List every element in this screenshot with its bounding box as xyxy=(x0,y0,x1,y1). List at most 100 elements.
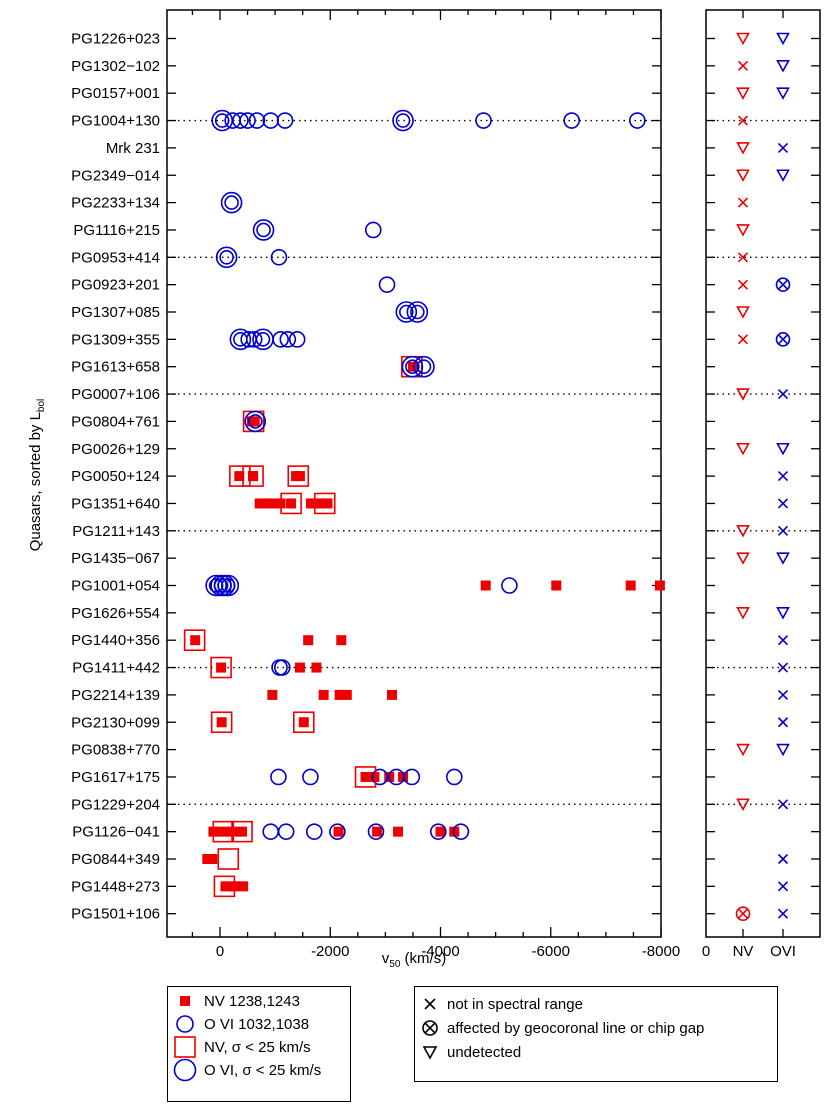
ovi-narrow-point-outer xyxy=(401,355,424,378)
ovi-point xyxy=(248,112,266,129)
nv-narrow-point xyxy=(217,848,240,870)
quasar-label: PG1351+640 xyxy=(71,495,160,512)
status-x-label: 0 xyxy=(702,943,710,960)
triangle-down-icon xyxy=(422,1046,438,1060)
ovi-point xyxy=(277,823,295,840)
quasar-label: PG0804+761 xyxy=(71,413,160,430)
nv-point xyxy=(298,717,309,728)
nv-point xyxy=(372,826,383,837)
ovi-narrow-point-outer xyxy=(244,410,267,433)
quasar-labels: PG1226+023PG1302−102PG0157+001PG1004+130… xyxy=(71,31,160,923)
not-in-range-mark xyxy=(777,388,789,400)
quasar-label: PG1001+054 xyxy=(71,578,160,595)
nv-point xyxy=(334,689,345,700)
undetected-mark xyxy=(736,87,750,100)
quasar-label: PG1626+554 xyxy=(71,605,160,622)
ovi-narrow-point-outer xyxy=(413,355,435,378)
nv-point xyxy=(286,498,297,509)
ovi-narrow-point-inner xyxy=(256,222,271,238)
ovi-point xyxy=(563,112,580,129)
nv-point xyxy=(398,771,409,782)
x-axis-label-unit: (km/s) xyxy=(400,950,446,967)
nv-point xyxy=(449,826,460,837)
nv-point xyxy=(303,635,314,646)
ovi-point xyxy=(279,331,297,348)
undetected-mark xyxy=(736,169,750,182)
ovi-point xyxy=(429,823,447,840)
nv-point xyxy=(393,826,404,837)
quasar-label: PG1004+130 xyxy=(71,113,160,130)
nv-narrow-point xyxy=(313,492,336,515)
ovi-point xyxy=(501,577,518,594)
quasar-label: PG2214+139 xyxy=(71,687,160,704)
geocoronal-mark-cross xyxy=(737,908,749,919)
ovi-point xyxy=(276,112,294,129)
ovi-narrow-point-inner xyxy=(214,113,230,128)
nv-narrow-point xyxy=(280,492,302,515)
nv-point xyxy=(625,580,636,591)
quasar-label: PG2233+134 xyxy=(71,195,160,212)
ovi-point xyxy=(288,331,306,348)
x-tick-label: -6000 xyxy=(532,943,570,960)
nv-point xyxy=(386,689,397,700)
quasar-label: PG1126−041 xyxy=(72,824,160,841)
legend-item-geocoronal: affected by geocoronal line or chip gap xyxy=(419,1017,704,1039)
quasar-label: PG0838+770 xyxy=(71,742,160,759)
not-in-range-mark xyxy=(777,525,789,536)
undetected-mark xyxy=(736,32,750,46)
undetected-mark xyxy=(736,607,750,620)
quasar-label: PG0026+129 xyxy=(71,441,160,458)
ovi-point xyxy=(371,768,389,786)
nv-point xyxy=(261,498,272,509)
main-plot-frame xyxy=(166,9,662,938)
nv-point xyxy=(226,881,237,892)
nv-point xyxy=(267,689,278,700)
ovi-narrow-point-inner xyxy=(219,249,234,265)
legend-label-nv-narrow: NV, σ < 25 km/s xyxy=(204,1038,311,1056)
legend-label-geocoronal: affected by geocoronal line or chip gap xyxy=(447,1019,705,1037)
not-in-range-mark xyxy=(737,197,749,208)
nv-narrow-point xyxy=(183,629,206,652)
geocoronal-mark-circle xyxy=(775,332,791,347)
nv-narrow-point xyxy=(210,711,233,734)
ovi-narrow-point-inner xyxy=(395,113,411,128)
quasar-label: PG1448+273 xyxy=(71,878,160,895)
not-in-range-mark xyxy=(737,60,749,71)
nv-point xyxy=(249,416,260,427)
not-in-range-mark xyxy=(737,115,749,126)
quasar-label: PG0923+201 xyxy=(71,277,160,294)
undetected-mark xyxy=(736,798,750,811)
not-in-range-mark xyxy=(777,717,789,728)
nv-point xyxy=(218,826,229,837)
ovi-point xyxy=(475,112,492,129)
status-x-labels: 0 NV OVI xyxy=(702,943,796,960)
nv-point xyxy=(341,689,352,700)
legend-item-ovi-narrow: O VI, σ < 25 km/s xyxy=(172,1058,322,1082)
ovi-narrow-point-inner xyxy=(220,578,236,593)
legend-swatch-large-square xyxy=(174,1036,196,1058)
ovi-narrow-point-inner xyxy=(399,304,414,320)
status-x-label: NV xyxy=(733,943,754,960)
quasar-label: PG1440+356 xyxy=(71,632,160,649)
status-x-label: OVI xyxy=(770,943,796,960)
quasar-label: PG1307+085 xyxy=(71,304,160,321)
x-axis-label: v50 (km/s) xyxy=(382,950,446,970)
nv-point xyxy=(190,635,201,646)
y-axis-label: Quasars, sorted by Lbol xyxy=(27,399,47,552)
not-in-range-mark xyxy=(777,908,789,919)
nv-point xyxy=(318,689,329,700)
quasar-label: PG1309+355 xyxy=(71,331,160,348)
nv-point xyxy=(234,471,245,482)
legend-label-ovi-narrow: O VI, σ < 25 km/s xyxy=(204,1061,322,1079)
nv-narrow-point xyxy=(242,465,264,487)
nv-point xyxy=(254,498,265,509)
x-axis-label-sub: 50 xyxy=(389,959,401,970)
undetected-mark xyxy=(736,442,750,456)
nv-point xyxy=(336,635,347,646)
not-in-range-mark xyxy=(777,142,789,153)
not-in-range-mark xyxy=(777,853,789,865)
geocoronal-mark-circle xyxy=(735,906,751,922)
quasar-label: PG1226+023 xyxy=(71,31,160,48)
not-in-range-mark xyxy=(777,471,789,482)
nv-point xyxy=(551,580,562,591)
